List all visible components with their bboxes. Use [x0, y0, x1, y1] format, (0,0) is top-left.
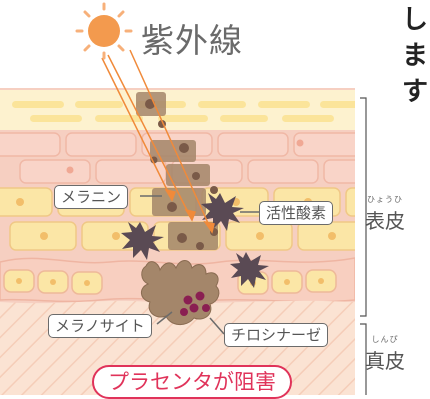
epidermis-text: 表皮 [365, 209, 405, 233]
dermis-ruby: しんぴ [371, 335, 399, 344]
cut-off-heading: し ま す [402, 2, 430, 110]
cell-nuclei [16, 139, 336, 240]
heading-char: す [402, 77, 429, 107]
placenta-inhibits-callout: プラセンタが阻害 [92, 365, 292, 399]
ros-star [121, 193, 269, 288]
melanocyte-callout: メラノサイト [48, 314, 152, 338]
surface-flakes [12, 101, 355, 122]
dermis-text: 真皮 [365, 349, 405, 373]
heading-char: ま [402, 41, 429, 71]
uv-label: 紫外線 [141, 21, 243, 60]
heading-char: し [402, 5, 429, 35]
dermis-label: しんぴ 真皮 [360, 334, 410, 374]
ros-callout: 活性酸素 [259, 201, 334, 225]
layer-brackets [360, 97, 367, 395]
surface-layer [0, 90, 355, 130]
tyrosinase-callout: チロシナーゼ [224, 323, 329, 347]
uv-rays [101, 49, 215, 234]
sun-icon [75, 2, 133, 60]
melanin-column [136, 92, 218, 250]
melanocyte [141, 260, 220, 325]
tyrosinase-dots [180, 291, 210, 316]
epidermis-ruby: ひょうひ [367, 195, 403, 204]
melanin-callout: メラニン [54, 185, 129, 209]
epidermis-label: ひょうひ 表皮 [360, 194, 410, 234]
callout-pointers [140, 195, 259, 335]
